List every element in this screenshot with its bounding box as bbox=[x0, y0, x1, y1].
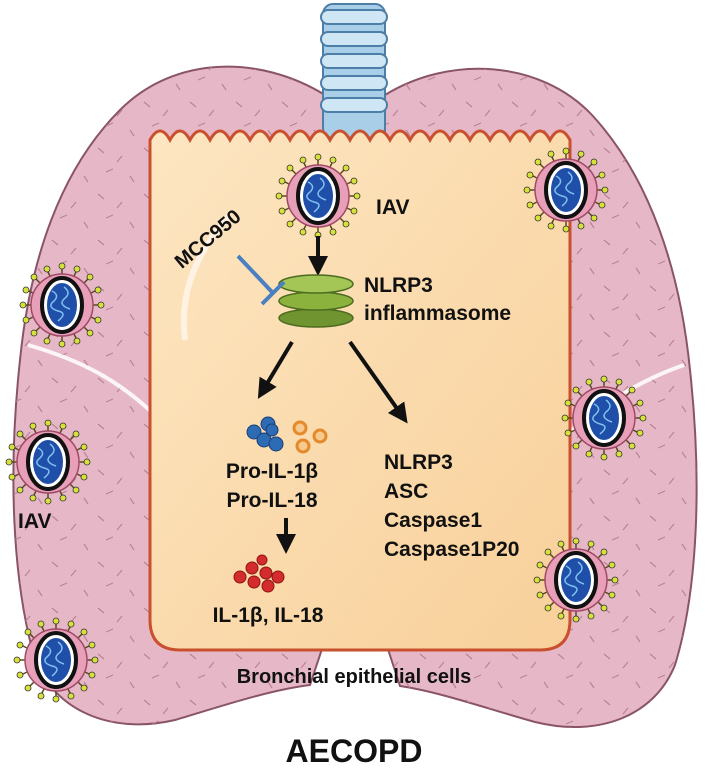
arrow-to-pro-cytokines bbox=[257, 340, 294, 399]
protein-list-item: Caspase1P20 bbox=[384, 538, 519, 561]
pro-il18-label: Pro-IL-18 bbox=[226, 489, 317, 512]
cell-body bbox=[148, 129, 572, 652]
cell-caption: Bronchial epithelial cells bbox=[237, 666, 472, 688]
inflammasome-label: inflammasome bbox=[364, 302, 511, 325]
protein-list-item: Caspase1 bbox=[384, 509, 482, 532]
iav-virus-top bbox=[274, 152, 362, 240]
mature-cytokine-molecules bbox=[233, 554, 285, 593]
arrow-to-protein-list bbox=[348, 340, 408, 424]
iav-virus-left-middle bbox=[4, 418, 92, 506]
left-lung-fissure bbox=[27, 343, 162, 422]
nlrp3-inflammasome-icon bbox=[278, 274, 354, 328]
iav-virus-left-upper bbox=[18, 261, 106, 349]
epithelial-cell bbox=[148, 129, 572, 652]
iav-label-top: IAV bbox=[376, 196, 409, 219]
iav-virus-left-lower bbox=[12, 616, 100, 704]
iav-virus-right-lower bbox=[532, 536, 620, 624]
iav-virus-right-middle bbox=[560, 374, 648, 462]
iav-virus-top-right bbox=[522, 146, 610, 234]
pro-il18-molecules bbox=[292, 420, 328, 454]
mcc950-inhibition bbox=[236, 254, 286, 306]
cell-highlight bbox=[180, 213, 233, 341]
nlrp3-label: NLRP3 bbox=[364, 274, 433, 297]
trachea bbox=[320, 3, 388, 139]
disease-title: AECOPD bbox=[286, 733, 423, 769]
protein-list-item: NLRP3 bbox=[384, 451, 453, 474]
protein-list-item: ASC bbox=[384, 480, 428, 503]
pro-il1b-label: Pro-IL-1β bbox=[226, 460, 318, 483]
mature-cytokines-label: IL-1β, IL-18 bbox=[213, 604, 324, 627]
iav-label-left: IAV bbox=[18, 510, 51, 533]
pro-il1b-molecules bbox=[246, 416, 284, 452]
